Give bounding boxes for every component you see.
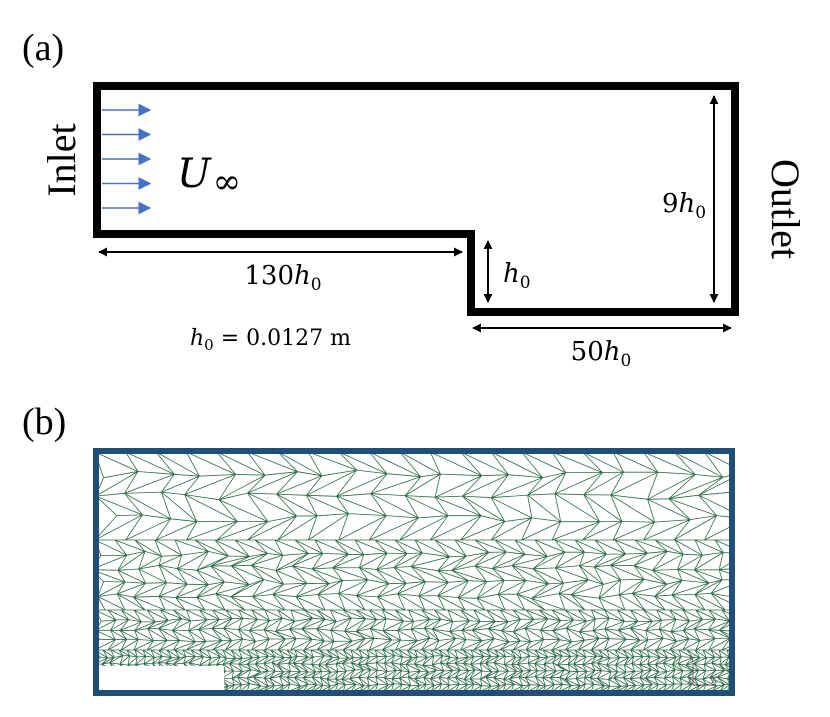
mesh-frame	[93, 448, 735, 696]
h0-definition: h0 = 0.0127 m	[190, 326, 351, 354]
panel-a-label: (a)	[22, 27, 64, 69]
panel-b: (b) Y Z X	[22, 401, 735, 696]
axis-z-label: Z	[687, 676, 693, 686]
axis-y-label: Y	[689, 654, 696, 664]
downstream-length-label: 50h0	[571, 337, 632, 371]
channel-walls	[93, 82, 739, 316]
step-region	[99, 666, 224, 692]
mesh-background	[97, 452, 731, 692]
axis-x-label: X	[711, 675, 718, 685]
step-height-label: h0	[503, 259, 531, 293]
velocity-label: U∞	[177, 151, 241, 202]
axis-triad-icon: Y Z X	[687, 654, 718, 686]
inflow-arrows	[102, 103, 152, 215]
inlet-label: Inlet	[39, 123, 84, 196]
outlet-label: Outlet	[763, 159, 808, 259]
panel-b-label: (b)	[22, 401, 66, 443]
panel-a: (a) U∞ Inlet Outlet 130h0 h0 9h0 50h0 h0…	[22, 27, 808, 371]
upstream-length-label: 130h0	[244, 261, 321, 295]
channel-height-label: 9h0	[662, 189, 706, 223]
